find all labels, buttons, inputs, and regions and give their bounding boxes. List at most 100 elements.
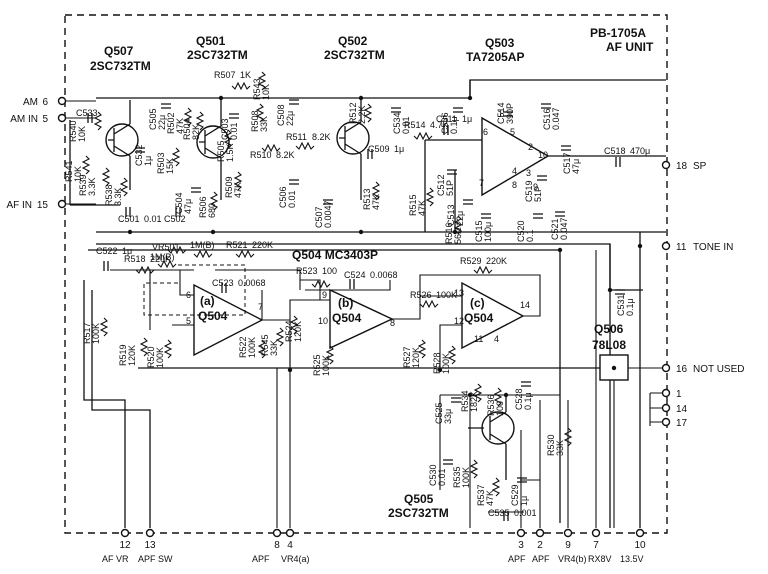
component-value: 3.3K xyxy=(87,177,97,196)
junction-dot xyxy=(611,365,617,371)
svg-text:(c): (c) xyxy=(470,296,485,310)
component-value: 8.2K xyxy=(312,132,331,142)
svg-text:10: 10 xyxy=(538,150,548,160)
component-ref: R538 xyxy=(104,184,114,206)
component-ref: C522 xyxy=(96,246,118,256)
component-value: 0.01 xyxy=(437,468,447,486)
svg-text:APF: APF xyxy=(508,554,526,564)
component-value: 47K xyxy=(485,490,495,506)
junction-dot xyxy=(607,287,613,293)
component-ref: R534 xyxy=(460,390,470,412)
svg-text:2SC732TM: 2SC732TM xyxy=(324,48,385,62)
component-value: 2.2K xyxy=(357,105,367,124)
junction-dot xyxy=(287,367,293,373)
component-value: 680 xyxy=(207,203,217,218)
svg-text:AF IN: AF IN xyxy=(6,200,32,211)
svg-text:1: 1 xyxy=(498,109,503,119)
svg-text:16: 16 xyxy=(676,364,688,375)
transistor-q501: Q501 2SC732TM xyxy=(187,34,248,200)
component-ref: C506 xyxy=(278,186,288,208)
ic-q503: Q503 TA7205AP 6 5 4 1 2 10 3 7 8 9 xyxy=(424,36,666,232)
svg-text:1: 1 xyxy=(676,389,682,400)
component-value: 0.0068 xyxy=(238,278,266,288)
component-c523: C523 0.0068 xyxy=(212,278,266,293)
junction-dot xyxy=(637,243,643,249)
component-value: 0.01 xyxy=(401,116,411,134)
component-value: 0.0047 xyxy=(323,200,333,228)
svg-text:10: 10 xyxy=(318,316,328,326)
component-ref: R528 xyxy=(432,352,442,374)
svg-text:14: 14 xyxy=(676,404,688,415)
component-vr501: VR501 xyxy=(152,242,187,255)
svg-text:(b): (b) xyxy=(338,296,353,310)
svg-text:7: 7 xyxy=(593,540,599,551)
component-value: 1K xyxy=(240,70,251,80)
component-value: 1.5K xyxy=(225,143,235,162)
svg-text:8: 8 xyxy=(390,318,395,328)
board-name: AF UNIT xyxy=(606,40,654,54)
component-value: 120K xyxy=(127,345,137,366)
junction-dot xyxy=(467,392,473,398)
component-value: 51P xyxy=(533,186,543,202)
component-ref: C531 xyxy=(616,294,626,316)
junction-dot xyxy=(210,229,216,235)
component-ref: C523 xyxy=(212,278,234,288)
component-value: 1μ xyxy=(122,246,132,256)
svg-text:5: 5 xyxy=(186,316,191,326)
component-ref: C509 xyxy=(368,144,390,154)
svg-text:18: 18 xyxy=(676,161,688,172)
svg-text:12: 12 xyxy=(119,540,131,551)
component-value: 100K xyxy=(321,355,331,376)
component-value: 120K xyxy=(293,321,303,342)
component-value: 10K xyxy=(261,84,271,100)
component-ref: C524 xyxy=(344,270,366,280)
component-ref: C515 xyxy=(474,220,484,242)
svg-text:5: 5 xyxy=(510,127,515,137)
svg-text:AF VR: AF VR xyxy=(102,554,129,564)
component-ref: R523 xyxy=(296,266,318,276)
component-value: 33K xyxy=(269,340,279,356)
component-value: 1μ xyxy=(143,156,153,166)
component-value: 0.001 xyxy=(514,508,537,518)
component-ref: R525 xyxy=(312,354,322,376)
component-ref: C512 xyxy=(436,174,446,196)
component-value: 0.01 xyxy=(144,214,162,224)
junction-dot xyxy=(503,392,509,398)
svg-text:Q506: Q506 xyxy=(594,322,624,336)
component-ref: C525 xyxy=(434,402,444,424)
svg-text:2: 2 xyxy=(537,540,543,551)
component-ref: C508 xyxy=(276,104,286,126)
component-ref: C503 xyxy=(220,118,230,140)
svg-text:2SC732TM: 2SC732TM xyxy=(90,59,151,73)
svg-text:6: 6 xyxy=(42,97,48,108)
component-ref: R522 xyxy=(238,336,248,358)
component-value: 10K xyxy=(77,126,87,142)
component-ref: R504 xyxy=(182,118,192,140)
svg-text:TA7205AP: TA7205AP xyxy=(466,50,524,64)
component-ref: R507 xyxy=(214,70,236,80)
